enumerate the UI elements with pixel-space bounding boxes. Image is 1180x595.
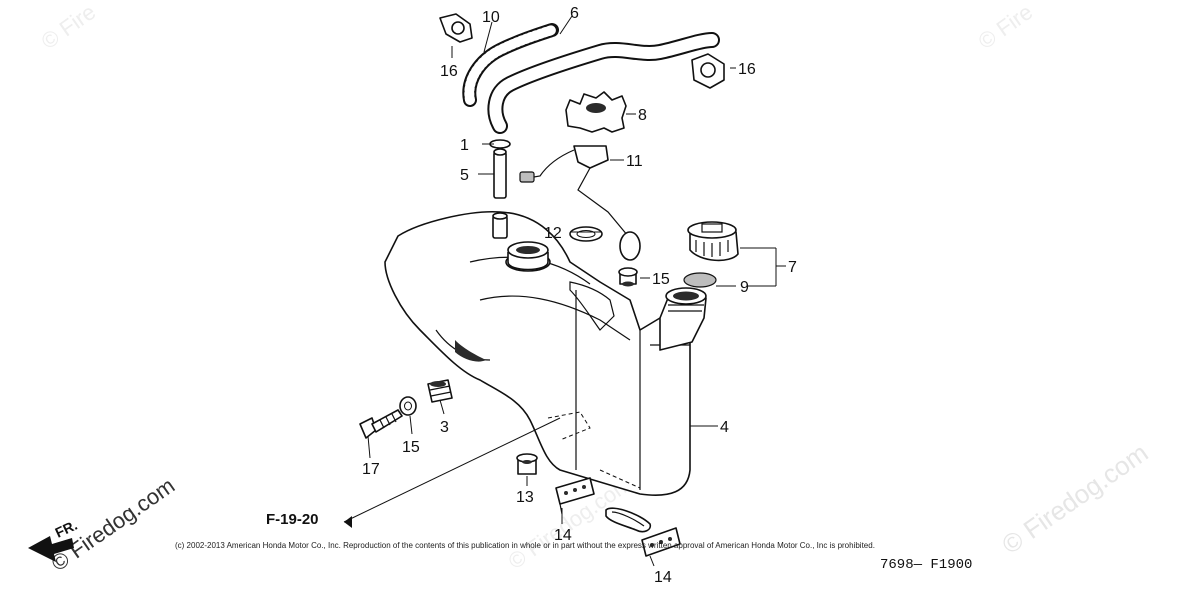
bolt-17 [359,409,403,439]
callout-13: 13 [516,489,534,506]
callout-1: 1 [460,137,469,154]
fuel-hose-6 [487,32,720,134]
callout-10: 10 [482,9,500,26]
svg-text:© Firedog.com: © Firedog.com [996,437,1153,560]
callout-12: 12 [544,225,562,242]
callout-6: 6 [570,5,579,22]
grommet-13 [516,453,538,475]
figure-reference: F-19-20 [266,511,319,528]
watermark-top-right: © Fire [974,0,1038,54]
diagram-code: 7698— F1900 [880,557,972,573]
callout-8: 8 [638,107,647,124]
cushion-2 [605,507,652,533]
callout-16-left: 16 [440,63,458,80]
fuel-cap-7 [687,221,739,262]
copyright-notice: (c) 2002-2013 American Honda Motor Co., … [175,541,875,550]
callout-16-right: 16 [738,61,756,78]
watermark-bottom-right: © Firedog.com [996,437,1153,560]
callout-labels: 1 5 10 6 16 16 8 11 12 15 7 9 4 3 15 17 … [362,5,797,586]
callout-15-lower: 15 [402,439,420,456]
fuel-level-sender-11 [519,145,641,261]
gasket-12 [569,226,603,242]
corrugated-tube-10 [462,23,559,107]
grommet-15-upper [618,267,638,287]
fuel-pump-nut-8 [565,91,627,133]
callout-5: 5 [460,167,469,184]
front-arrow-icon [28,536,74,562]
washer-15-lower [399,396,417,416]
callout-11: 11 [626,153,643,170]
tube-5 [493,148,507,199]
callout-9: 9 [740,279,749,296]
callout-14-upper: 14 [554,527,572,544]
svg-text:© Fire: © Fire [37,0,101,54]
grommet-3 [427,379,453,403]
callout-17: 17 [362,461,380,478]
cap-gasket-9 [683,272,717,288]
rubber-pad-14-upper [555,477,595,515]
callout-3: 3 [440,419,449,436]
callout-7: 7 [788,259,797,276]
watermark-top-left: © Fire [37,0,101,54]
callout-15-upper: 15 [652,271,670,288]
fuel-tank [384,210,707,496]
svg-text:© Fire: © Fire [974,0,1038,54]
leader-lines [343,15,786,567]
callout-14-lower: 14 [654,569,672,586]
rubber-pad-14-lower [641,527,681,557]
clip-16-right [691,53,725,89]
clip-16-left [439,13,473,43]
callout-4: 4 [720,419,729,436]
